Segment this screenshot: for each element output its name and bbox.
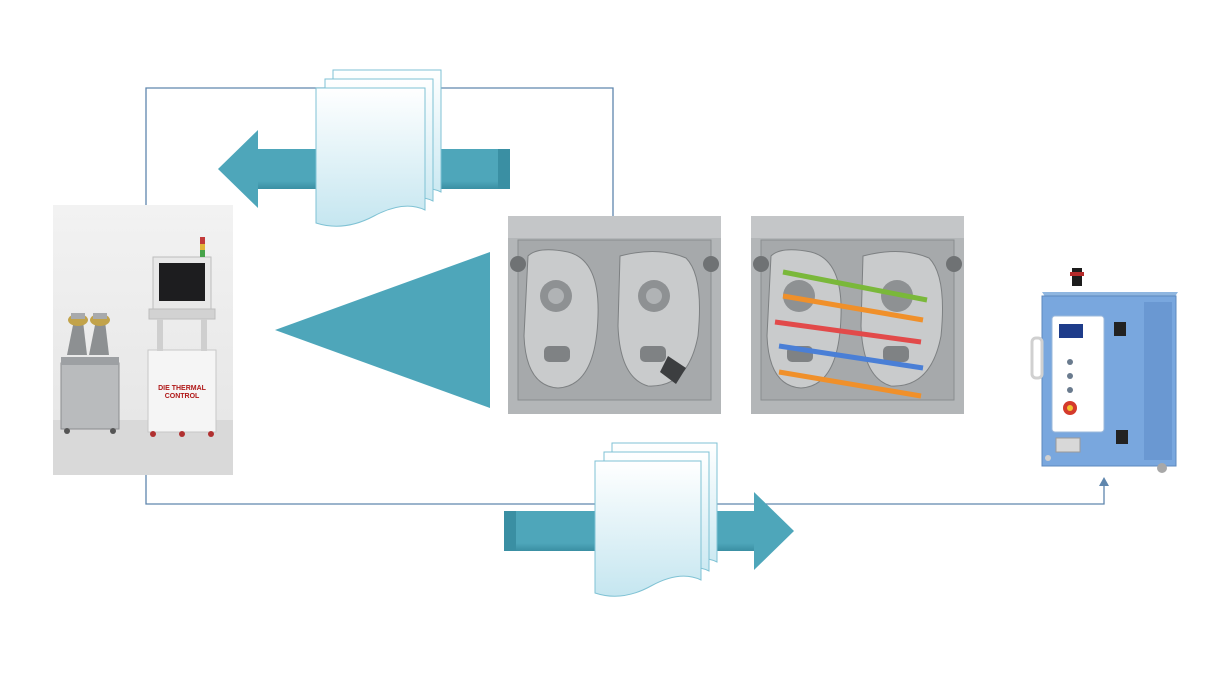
thermal-control-system-photo: DIE THERMAL CONTROL [53, 205, 233, 475]
temperature-control-unit-photo [1028, 268, 1188, 478]
cabinet-label-line2: CONTROL [164, 393, 200, 400]
cooling-channel-line [774, 319, 922, 345]
die-mold-photo [508, 216, 721, 414]
temperature-control-unit-illustration [1030, 268, 1178, 473]
cooling-channel-line [778, 369, 922, 399]
die-mold-channels-illustration [751, 216, 964, 414]
die-mold-illustration [508, 216, 721, 414]
document-stack-icon [594, 442, 718, 597]
cooling-channel-line [778, 343, 924, 371]
document-stack-icon [315, 69, 442, 227]
cooling-channel-line [782, 293, 924, 323]
cabinet-label: DIE THERMAL CONTROL [147, 385, 217, 401]
cooling-channel-line [782, 269, 928, 303]
data-flow-triangle [275, 252, 490, 408]
thermal-control-system-illustration [53, 237, 233, 475]
connector-arrowhead [1099, 477, 1109, 486]
cabinet-label-line1: DIE THERMAL [158, 385, 206, 392]
die-mold-with-channels-photo [751, 216, 964, 414]
